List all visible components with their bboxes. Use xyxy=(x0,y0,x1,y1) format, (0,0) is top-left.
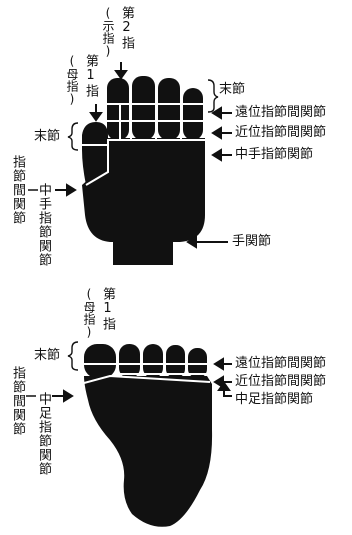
hand-joint-lines xyxy=(82,103,205,186)
toe-4 xyxy=(166,345,185,378)
finger-5 xyxy=(183,88,203,140)
wrist-label: 手関節 xyxy=(232,234,272,249)
finger-2 xyxy=(107,78,129,140)
hand-distal-brace-left xyxy=(67,122,79,151)
hand-metacarpal-vertical-label: 中手指節関節 xyxy=(36,183,51,267)
finger-4 xyxy=(158,78,180,140)
toe-3 xyxy=(143,344,163,378)
hand-silhouette xyxy=(82,76,205,265)
foot-silhouette xyxy=(84,344,213,527)
foot-mtp-label: 中足指節関節 xyxy=(235,392,314,407)
toe-2 xyxy=(119,344,140,378)
foot-mtp-vertical-label: 中足指節関節 xyxy=(36,392,51,476)
hand-arrows xyxy=(55,62,232,249)
finger-3 xyxy=(132,76,155,140)
palm xyxy=(82,138,205,242)
foot-dip-label: 遠位指節間関節 xyxy=(235,356,327,371)
hand-ip-vertical-label: 指節間関節 xyxy=(10,155,25,225)
thumb xyxy=(82,122,108,185)
toe-1 xyxy=(84,344,116,378)
wrist-block xyxy=(113,242,173,265)
hand-distal-left-label: 末節 xyxy=(34,129,61,144)
foot-joint-lines xyxy=(83,363,211,384)
toe1-sub-label: (母指) xyxy=(82,287,96,339)
finger2-sub-label: (示指) xyxy=(101,6,115,58)
foot-arrows xyxy=(52,357,232,403)
hand-distal-brace-right xyxy=(207,79,219,113)
foot-distal-left-label: 末節 xyxy=(34,348,61,363)
foot-distal-brace-left xyxy=(67,341,79,371)
finger2-label: 第2指 xyxy=(119,6,134,50)
finger1-sub-label: (母指) xyxy=(65,54,79,106)
hand-dip-label: 遠位指節間関節 xyxy=(235,105,327,120)
hand-mcp-label: 中手指節関節 xyxy=(235,147,314,162)
foot-pip-label: 近位指節間関節 xyxy=(235,374,327,389)
toe1-label: 第1指 xyxy=(100,287,115,331)
hand-distal-top-label: 末節 xyxy=(219,82,246,97)
sole xyxy=(84,376,213,527)
foot-ip-vertical-label: 指節間関節 xyxy=(10,366,25,436)
finger1-label: 第1指 xyxy=(83,54,98,98)
hand-pip-label: 近位指節間関節 xyxy=(235,125,327,140)
